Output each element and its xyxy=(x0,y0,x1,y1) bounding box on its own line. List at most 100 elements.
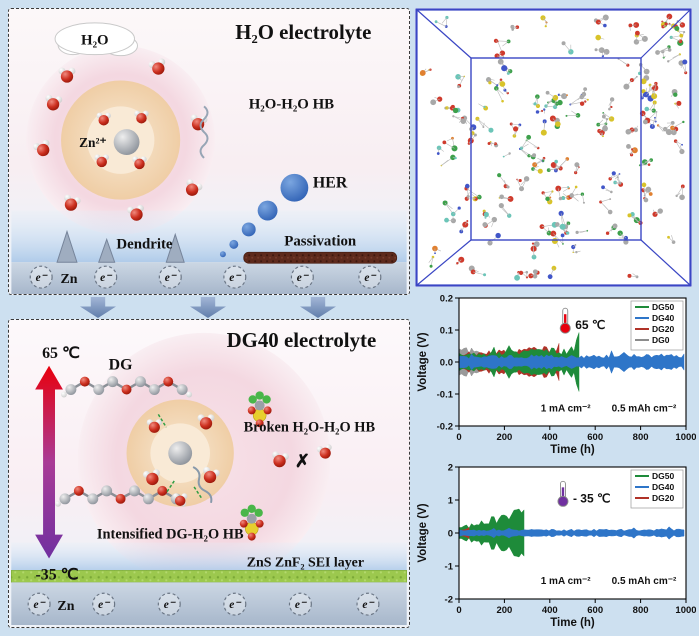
broken-x-mark: ✗ xyxy=(295,451,310,471)
md-simulation-snapshot xyxy=(415,8,692,287)
svg-text:0: 0 xyxy=(456,432,461,443)
electron-symbol: e⁻ xyxy=(364,272,377,284)
outer-frame xyxy=(415,8,692,287)
zn-ion-sphere xyxy=(113,129,140,155)
hb-squiggle xyxy=(192,466,213,504)
temperature-annotation: 65 ℃ xyxy=(575,318,605,332)
x-axis-label: Time (h) xyxy=(550,444,595,456)
series-band-DG40 xyxy=(458,526,685,540)
zn-label: Zn xyxy=(60,272,77,287)
svg-text:1000: 1000 xyxy=(675,432,696,443)
transition-arrow xyxy=(190,297,226,318)
legend-entry: DG40 xyxy=(652,313,674,323)
temperature-annotation: - 35 ℃ xyxy=(573,491,611,505)
perspective-line xyxy=(640,239,691,286)
y-axis-label: Voltage (V) xyxy=(417,503,429,562)
molecule-scatter xyxy=(419,13,688,281)
electrolyte-liquid xyxy=(11,542,407,573)
svg-text:800: 800 xyxy=(633,605,649,616)
svg-text:0.0: 0.0 xyxy=(440,358,453,369)
broken-hb-label: Broken H₂O-H₂O HB xyxy=(244,419,376,435)
svg-text:0.1: 0.1 xyxy=(440,326,454,337)
condition-annotation: 0.5 mAh cm⁻² xyxy=(612,404,677,415)
intensified-hb-label: Intensified DG-H₂O HB xyxy=(97,527,244,543)
dendrite-spikes xyxy=(56,229,185,263)
h2o-electrolyte-panel: e⁻ e⁻ e⁻ e⁻ e⁻ e⁻ H₂O electrolyte H₂O Zn… xyxy=(8,8,410,295)
electron-symbol: e⁻ xyxy=(229,272,242,284)
dg-label: DG xyxy=(109,357,133,374)
simulation-cell xyxy=(470,57,642,241)
perspective-line xyxy=(416,239,472,286)
electron-symbol: e⁻ xyxy=(100,272,113,284)
h2o-solvation-illustration: e⁻ e⁻ e⁻ e⁻ e⁻ e⁻ H₂O electrolyte H₂O Zn… xyxy=(11,20,407,294)
perspective-line xyxy=(640,9,691,59)
md-simulation-box xyxy=(415,8,692,287)
temperature-range-arrow xyxy=(35,365,63,559)
zn-anode-slab xyxy=(11,582,407,626)
electron-symbol: e⁻ xyxy=(36,272,49,284)
electron-symbol: e⁻ xyxy=(297,272,310,284)
zn-ion-sphere xyxy=(168,441,193,466)
electron-symbol: e⁻ xyxy=(229,599,242,611)
condition-annotation: 1 mA cm⁻² xyxy=(541,576,592,587)
dg40-solvation-illustration: e⁻ e⁻ e⁻ e⁻ e⁻ e⁻ DG40 electrolyte 65 ℃ … xyxy=(10,328,408,626)
svg-text:200: 200 xyxy=(496,432,512,443)
electron-symbol: e⁻ xyxy=(165,272,178,284)
svg-text:2: 2 xyxy=(448,463,453,474)
dg40-electrolyte-panel: e⁻ e⁻ e⁻ e⁻ e⁻ e⁻ DG40 electrolyte 65 ℃ … xyxy=(8,319,410,628)
electron-symbol: e⁻ xyxy=(164,599,177,611)
series-band-DG40 xyxy=(458,350,685,374)
svg-text:400: 400 xyxy=(542,605,558,616)
perspective-line xyxy=(416,9,472,59)
electron-row: e⁻ e⁻ e⁻ e⁻ e⁻ e⁻ xyxy=(29,265,382,289)
hb-network-squiggle xyxy=(199,105,209,159)
zn-anode-slab xyxy=(11,262,407,294)
electron-symbol: e⁻ xyxy=(362,599,375,611)
legend-entry: DG0 xyxy=(652,335,670,345)
hb-label: H₂O-H₂O HB xyxy=(249,96,334,112)
svg-text:200: 200 xyxy=(496,605,512,616)
svg-text:0: 0 xyxy=(448,529,453,540)
electron-row: e⁻ e⁻ e⁻ e⁻ e⁻ e⁻ xyxy=(27,592,380,616)
legend-entry: DG40 xyxy=(652,482,674,492)
panel-title: H₂O electrolyte xyxy=(235,20,371,44)
cold-temp-label: -35 ℃ xyxy=(36,566,79,583)
legend xyxy=(630,300,684,351)
passivation-label: Passivation xyxy=(284,233,357,249)
svg-text:400: 400 xyxy=(542,432,558,443)
condition-annotation: 1 mA cm⁻² xyxy=(541,404,592,415)
svg-text:600: 600 xyxy=(587,432,603,443)
svg-text:1000: 1000 xyxy=(675,605,696,616)
electron-symbol: e⁻ xyxy=(98,599,111,611)
x-axis-label: Time (h) xyxy=(550,617,595,629)
dendrite-label: Dendrite xyxy=(116,236,173,252)
svg-text:800: 800 xyxy=(633,432,649,443)
legend-entry: DG20 xyxy=(652,493,674,503)
legend-entry: DG50 xyxy=(652,302,674,312)
sei-label: ZnS ZnF₂ SEI layer xyxy=(247,555,364,570)
svg-text:0: 0 xyxy=(456,605,461,616)
legend-entry: DG20 xyxy=(652,324,674,334)
zn-label: Zn xyxy=(57,599,74,614)
electron-symbol: e⁻ xyxy=(295,599,308,611)
zn-ion-label: Zn²⁺ xyxy=(79,135,106,150)
transition-arrow xyxy=(300,297,336,318)
transition-arrow xyxy=(80,297,116,318)
her-label: HER xyxy=(313,175,348,192)
h2o-cloud xyxy=(54,22,138,57)
condition-annotation: 0.5 mAh cm⁻² xyxy=(612,576,677,587)
svg-text:-2: -2 xyxy=(445,595,453,606)
legend-entry: DG50 xyxy=(652,471,674,481)
svg-text:-0.1: -0.1 xyxy=(437,390,454,401)
hot-temp-label: 65 ℃ xyxy=(42,345,80,362)
svg-text:-1: -1 xyxy=(445,562,454,573)
svg-text:-0.2: -0.2 xyxy=(437,422,453,433)
passivation-layer xyxy=(243,251,398,264)
svg-text:0.2: 0.2 xyxy=(440,294,453,305)
svg-text:1: 1 xyxy=(448,496,454,507)
